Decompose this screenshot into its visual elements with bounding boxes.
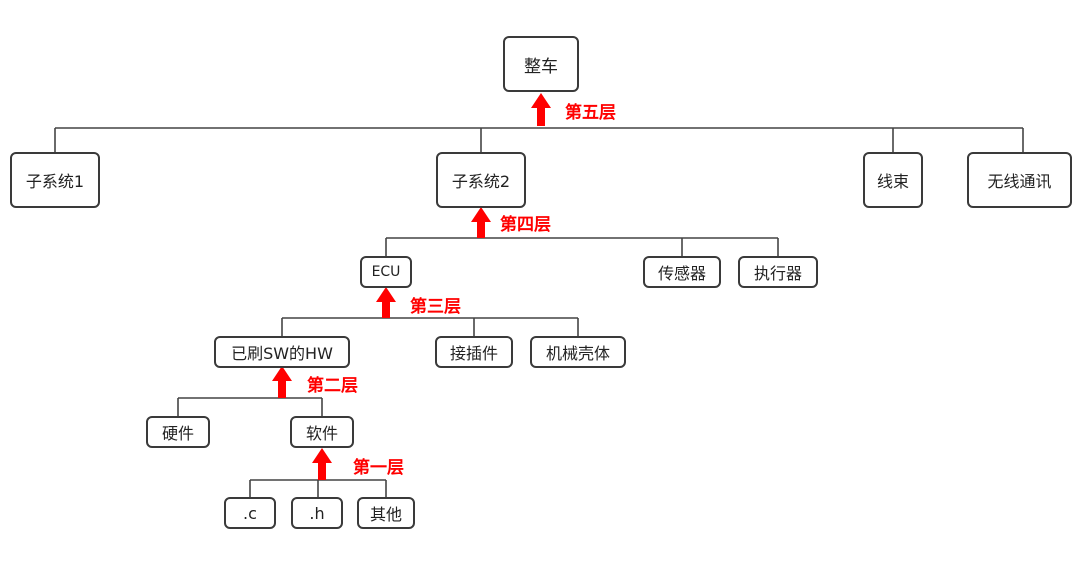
layer-label-2: 第二层 [307,376,358,396]
node-ecu: ECU [360,256,412,288]
arrow-up-icon [471,207,491,238]
node-wireless: 无线通讯 [967,152,1072,208]
node-harness: 线束 [863,152,923,208]
arrow-up-icon [312,448,332,480]
node-h-file: .h [291,497,343,529]
layer-label-1: 第一层 [353,458,404,478]
arrow-up-icon [531,93,551,126]
node-connector: 接插件 [435,336,513,368]
node-actuator: 执行器 [738,256,818,288]
node-housing: 机械壳体 [530,336,626,368]
layer-label-4: 第四层 [500,215,551,235]
node-vehicle: 整车 [503,36,579,92]
node-c-file: .c [224,497,276,529]
node-hardware: 硬件 [146,416,210,448]
node-flashed-hw: 已刷SW的HW [214,336,350,368]
node-subsystem1: 子系统1 [10,152,100,208]
node-software: 软件 [290,416,354,448]
layer-label-5: 第五层 [565,103,616,123]
arrow-up-icon [376,287,396,318]
node-other: 其他 [357,497,415,529]
arrow-up-icon [272,366,292,398]
layer-label-3: 第三层 [410,297,461,317]
node-sensor: 传感器 [643,256,721,288]
node-subsystem2: 子系统2 [436,152,526,208]
